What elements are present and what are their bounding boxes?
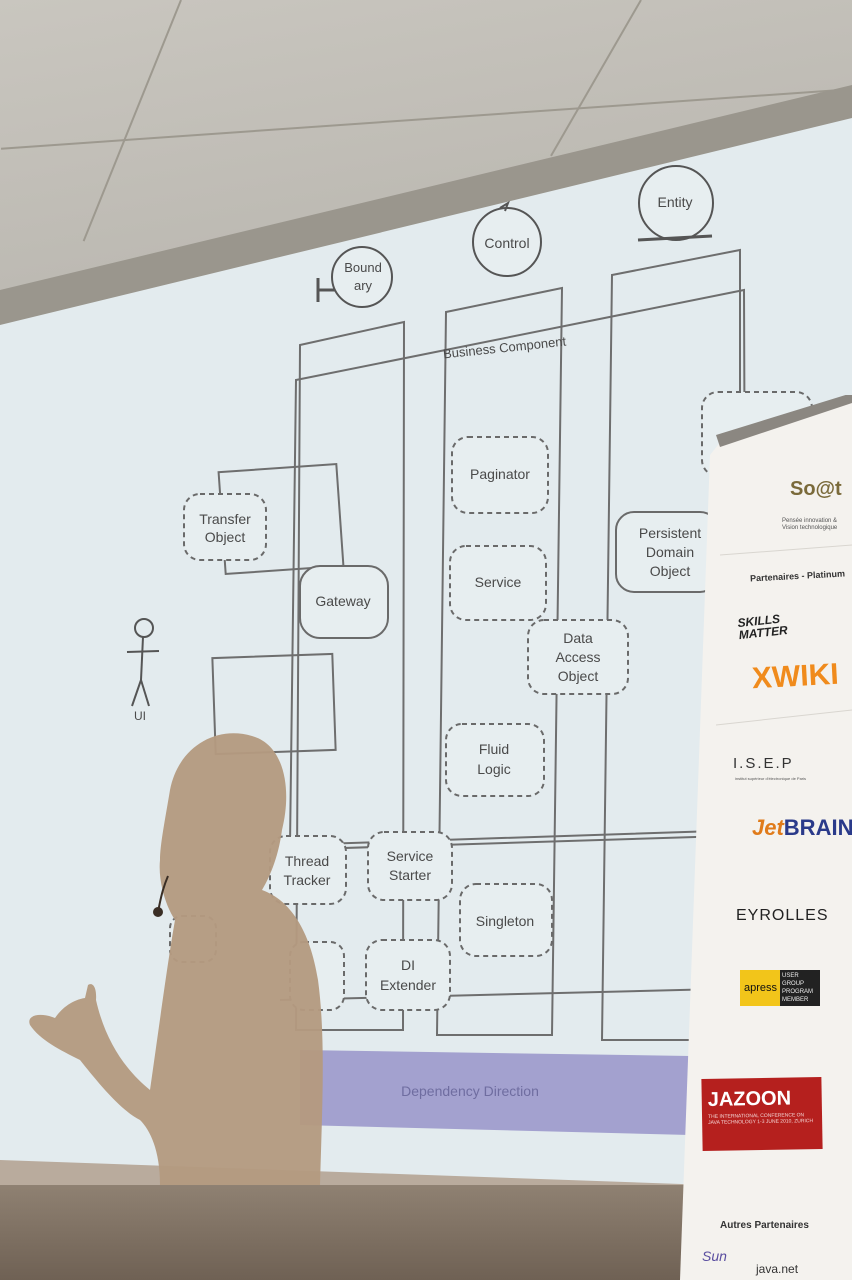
apress-logo: apress USER GROUP PROGRAM MEMBER: [740, 970, 820, 1006]
stereotype-entity: [637, 165, 714, 242]
dependency-direction-label: Dependency Direction: [401, 1083, 539, 1099]
gateway-box: [299, 565, 389, 639]
control-column: [435, 286, 564, 1036]
fluid-logic-box: [445, 723, 545, 797]
xwiki-logo: XWIKI: [751, 657, 840, 696]
jazoon-subtitle: THE INTERNATIONAL CONFERENCE ON JAVA TEC…: [707, 1112, 814, 1126]
dependency-direction-bar: [300, 1050, 690, 1135]
transfer-object-box: [183, 493, 267, 561]
soat-logo: So@t: [790, 478, 842, 500]
di-extender-box: [365, 939, 451, 1011]
others-title: Autres Partenaires: [720, 1220, 809, 1231]
jetbrains-brains: BRAINS: [783, 815, 852, 840]
jetbrains-logo: JetBRAINS: [752, 815, 852, 841]
boundary-column: [294, 320, 406, 1031]
sun-logo: Sun: [702, 1248, 727, 1264]
gateway-label: Gateway: [315, 593, 370, 609]
javanet-logo: java.net: [756, 1262, 799, 1276]
entity-label: Entity: [657, 194, 692, 210]
jetbrains-jet: Jet: [752, 815, 784, 840]
eyrolles-logo: EYROLLES: [736, 907, 829, 924]
apress-wordmark: apress: [744, 982, 778, 994]
paginator-box: [451, 436, 549, 514]
apress-subtitle: USER GROUP PROGRAM MEMBER: [780, 970, 820, 1006]
sponsor-banner: [680, 395, 852, 1280]
stereotype-control: [472, 200, 542, 277]
control-label: Control: [484, 235, 529, 251]
thread-tracker-box: [269, 835, 347, 905]
stereotype-boundary: [316, 246, 393, 308]
service-label: Service: [475, 574, 522, 590]
jazoon-wordmark: JAZOON: [707, 1087, 792, 1111]
ui-actor-icon: [126, 618, 160, 707]
data-access-object-box: [527, 619, 629, 695]
singleton-box: [459, 883, 553, 957]
service-starter-box: [367, 831, 453, 901]
ui-actor-label: UI: [134, 709, 146, 723]
service-box: [449, 545, 547, 621]
isep-subtitle: institut supérieur d'électronique de Par…: [735, 776, 807, 781]
paginator-label: Paginator: [470, 466, 530, 482]
singleton-label: Singleton: [476, 913, 534, 929]
speaker-silhouette: [29, 733, 323, 1185]
jazoon-logo: JAZOON THE INTERNATIONAL CONFERENCE ON J…: [701, 1076, 823, 1152]
isep-logo: I.S.E.P: [733, 755, 794, 772]
soat-tagline: Pensée innovation & Vision technologique: [782, 518, 838, 531]
